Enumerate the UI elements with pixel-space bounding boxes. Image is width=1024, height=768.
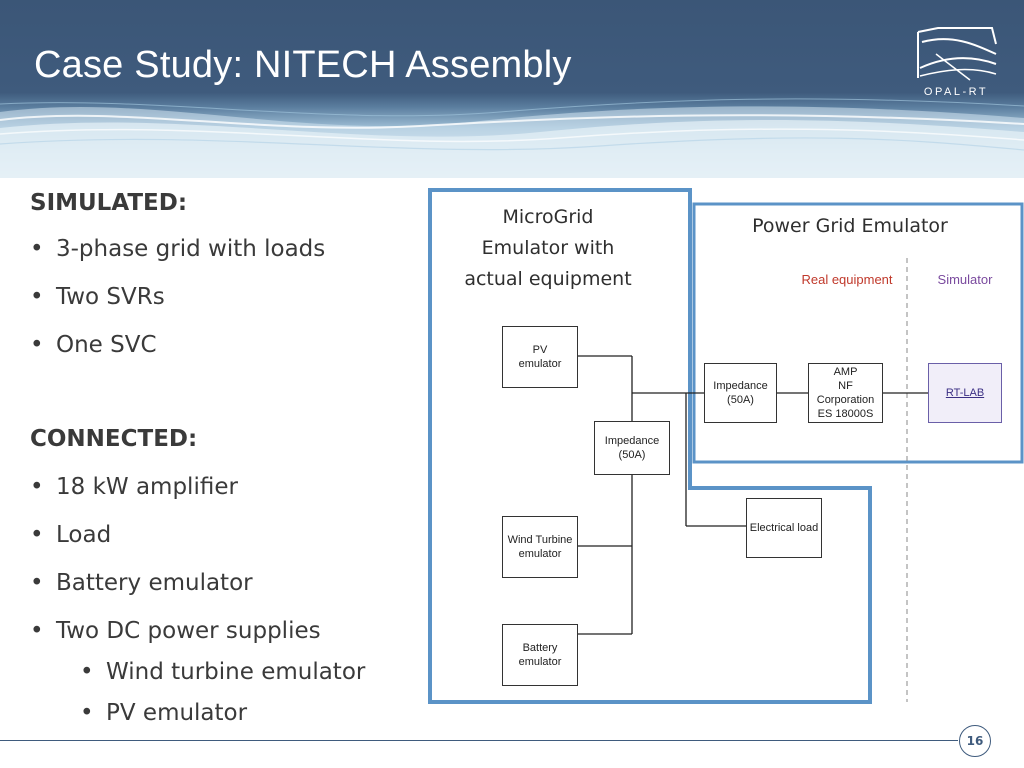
node-label: Electrical load	[749, 522, 819, 534]
bullet-item: • 18 kW amplifier	[30, 474, 238, 500]
node-label: NF Corporation	[816, 380, 875, 406]
bullet-glyph: •	[30, 284, 44, 310]
microgrid-label: MicroGrid Emulator with actual equipment	[448, 202, 648, 295]
node-label: (50A)	[727, 394, 754, 406]
sub-bullet-item: • PV emulator	[80, 700, 247, 726]
logo-wordmark: OPAL-RT	[923, 86, 989, 98]
microgrid-frame	[428, 188, 872, 704]
opal-rt-logo: OPAL-RT	[912, 24, 1000, 104]
node-label: (50A)	[618, 449, 646, 461]
logo-mark-icon	[917, 27, 997, 81]
bullet-glyph: •	[30, 570, 44, 596]
impedance-right-block: Impedance (50A)	[704, 363, 777, 423]
bullet-text: PV emulator	[106, 700, 248, 726]
bullet-item: • Two DC power supplies	[30, 618, 321, 644]
bullet-glyph: •	[30, 522, 44, 548]
microgrid-label-line: MicroGrid	[502, 206, 594, 228]
bullet-glyph: •	[30, 618, 44, 644]
impedance-center-block: Impedance (50A)	[594, 421, 670, 475]
wave-decoration	[0, 98, 1024, 178]
microgrid-label-line: actual equipment	[464, 268, 632, 290]
power-grid-label: Power Grid Emulator	[752, 215, 948, 237]
bullet-item: • 3-phase grid with loads	[30, 236, 325, 262]
slide-header: Case Study: NITECH Assembly OPAL-RT	[0, 0, 1024, 178]
sub-bullet-item: • Wind turbine emulator	[80, 659, 365, 685]
bullet-glyph: •	[80, 659, 94, 685]
microgrid-label-line: Emulator with	[481, 237, 615, 259]
connected-heading: CONNECTED:	[30, 426, 198, 452]
bullet-text: Two DC power supplies	[56, 618, 321, 644]
node-label: emulator	[518, 548, 562, 560]
bullet-item: • Two SVRs	[30, 284, 165, 310]
battery-emulator-block: Battery emulator	[502, 624, 578, 686]
power-grid-frame	[692, 202, 1024, 464]
bullet-text: One SVC	[56, 332, 157, 358]
node-label: Impedance	[713, 380, 768, 392]
rt-lab-block: RT-LAB	[928, 363, 1002, 423]
bullet-item: • Battery emulator	[30, 570, 253, 596]
bullet-text: 3-phase grid with loads	[56, 236, 326, 262]
node-label: Impedance	[604, 435, 660, 447]
bullet-glyph: •	[80, 700, 94, 726]
electrical-load-block: Electrical load	[746, 498, 822, 558]
simulator-label: Simulator	[937, 272, 993, 287]
node-label: PV	[532, 344, 548, 356]
bullet-glyph: •	[30, 474, 44, 500]
pv-emulator-block: PV emulator	[502, 326, 578, 388]
bullet-text: Wind turbine emulator	[106, 659, 366, 685]
node-label: AMP	[833, 366, 858, 378]
bullet-text: 18 kW amplifier	[56, 474, 238, 500]
node-label: Wind Turbine	[507, 534, 573, 546]
node-label: emulator	[518, 358, 562, 370]
bullet-item: • One SVC	[30, 332, 157, 358]
real-equipment-label: Real equipment	[801, 272, 893, 287]
bullet-text: Battery emulator	[56, 570, 253, 596]
footer-line	[0, 740, 958, 741]
amp-block: AMP NF Corporation ES 18000S	[808, 363, 883, 423]
node-label: Battery	[522, 642, 558, 654]
page-number-badge: 16	[959, 725, 991, 757]
bullet-text: Two SVRs	[56, 284, 165, 310]
node-label: emulator	[518, 656, 562, 668]
bullet-glyph: •	[30, 236, 44, 262]
simulated-heading: SIMULATED:	[30, 190, 188, 216]
bullet-item: • Load	[30, 522, 111, 548]
bullet-glyph: •	[30, 332, 44, 358]
diagram-lines	[428, 188, 1024, 704]
node-label: ES 18000S	[817, 408, 874, 420]
wind-turbine-emulator-block: Wind Turbine emulator	[502, 516, 578, 578]
microgrid-diagram: MicroGrid Emulator with actual equipment…	[420, 180, 1024, 720]
slide-title: Case Study: NITECH Assembly	[34, 44, 572, 86]
bullet-text: Load	[56, 522, 112, 548]
